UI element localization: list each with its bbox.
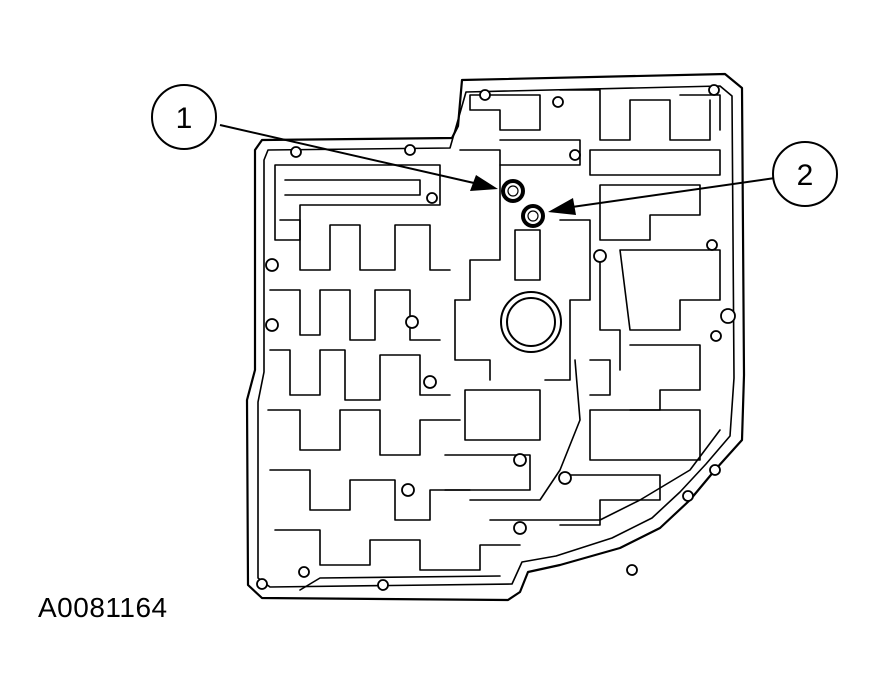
callout-1: 1: [151, 84, 498, 191]
central-bore: [500, 291, 562, 353]
callout-circle: [151, 84, 217, 150]
figure-id-label: A0081164: [38, 592, 168, 623]
callout-2: 2: [548, 141, 838, 215]
lower-check-ball-seat: [521, 204, 545, 228]
callout-circle: [772, 141, 838, 207]
arrowhead-icon: [470, 175, 498, 191]
separator-plate: [245, 72, 746, 602]
callout-number: 2: [797, 159, 814, 192]
check-ball-seats: [501, 179, 545, 228]
fluid-passages: [267, 89, 721, 591]
plate-inner-edge: [257, 85, 735, 588]
callout-number: 1: [176, 102, 193, 135]
bolt-holes: [256, 84, 736, 591]
arrowhead-icon: [548, 198, 576, 215]
upper-check-ball-seat: [501, 179, 525, 203]
plate-outline: [245, 72, 746, 602]
